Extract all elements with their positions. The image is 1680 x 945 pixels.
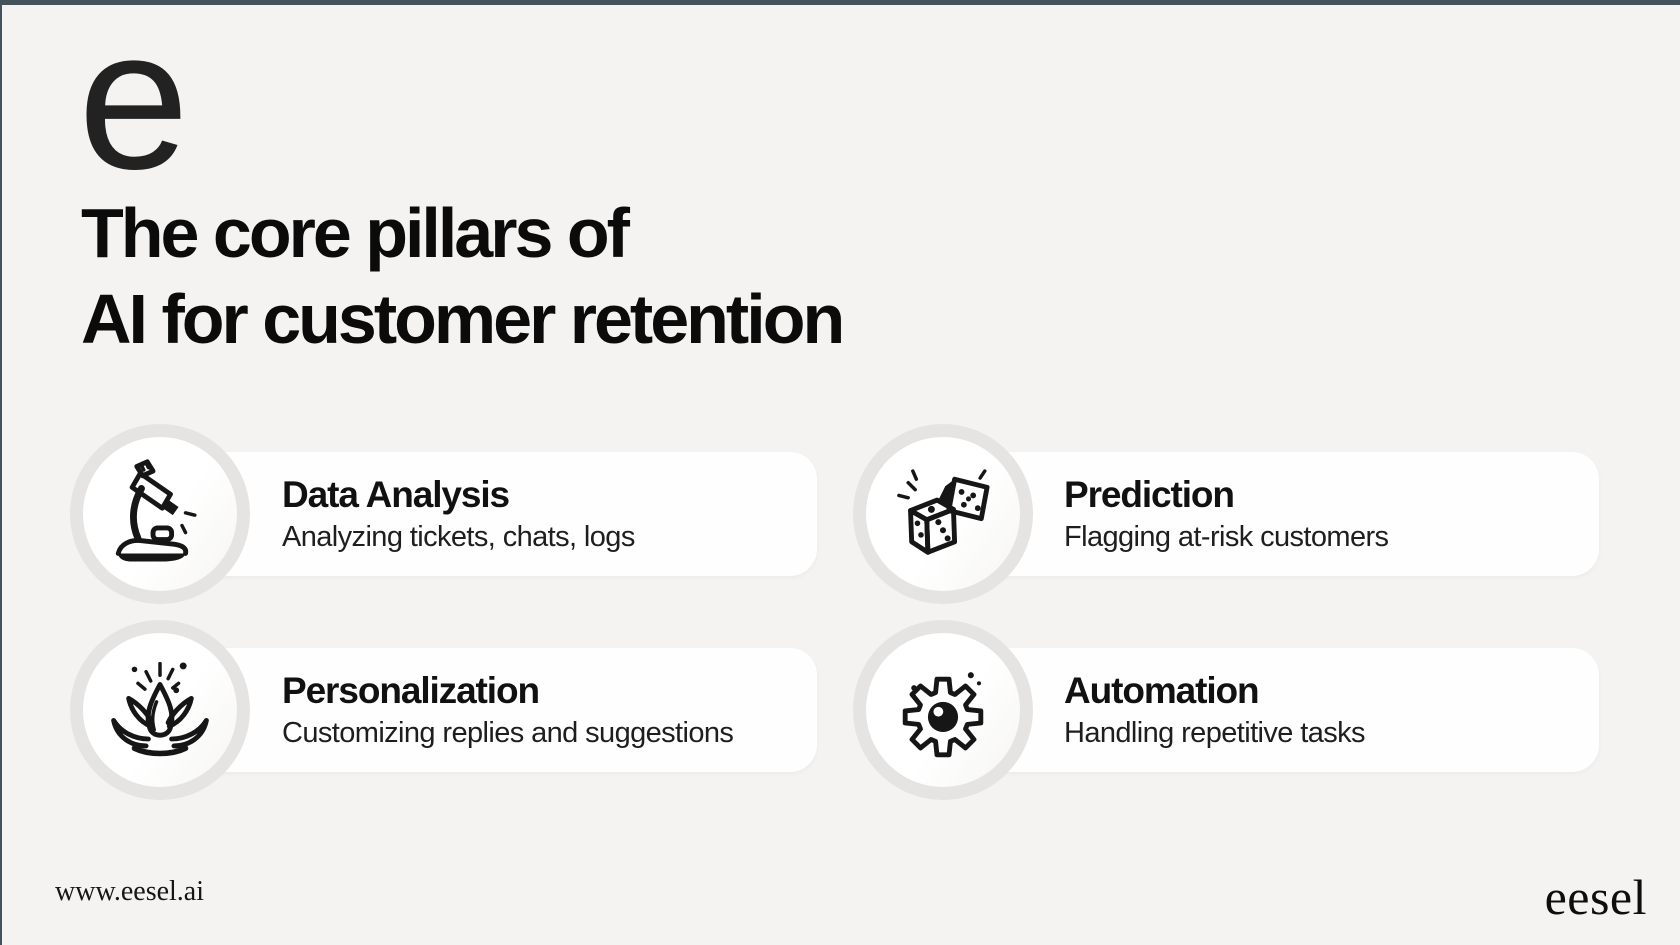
card-subtitle: Customizing replies and suggestions (282, 716, 734, 749)
left-frame-line (0, 0, 2, 945)
card-subtitle: Analyzing tickets, chats, logs (282, 520, 635, 553)
card-subtitle: Flagging at-risk customers (1064, 520, 1389, 553)
badge-automation (853, 620, 1033, 800)
website-url: www.eesel.ai (55, 876, 205, 907)
page-title-line2: AI for customer retention (81, 280, 845, 358)
dice-icon (866, 437, 1020, 591)
top-frame-line (0, 0, 1680, 5)
card-title: Automation (1064, 669, 1260, 711)
eesel-logo-letter: e (78, 0, 189, 211)
eesel-wordmark: eesel (1544, 869, 1647, 925)
card-title: Prediction (1064, 473, 1235, 515)
lotus-icon (83, 633, 237, 787)
badge-personalization (70, 620, 250, 800)
page-title: The core pillars of AI for customer reten… (81, 190, 845, 362)
gear-icon (866, 633, 1020, 787)
page-title-line1: The core pillars of (81, 194, 630, 272)
card-title: Personalization (282, 669, 540, 711)
card-subtitle: Handling repetitive tasks (1064, 716, 1366, 749)
microscope-icon (83, 437, 237, 591)
badge-prediction (853, 424, 1033, 604)
badge-data-analysis (70, 424, 250, 604)
card-title: Data Analysis (282, 473, 510, 515)
